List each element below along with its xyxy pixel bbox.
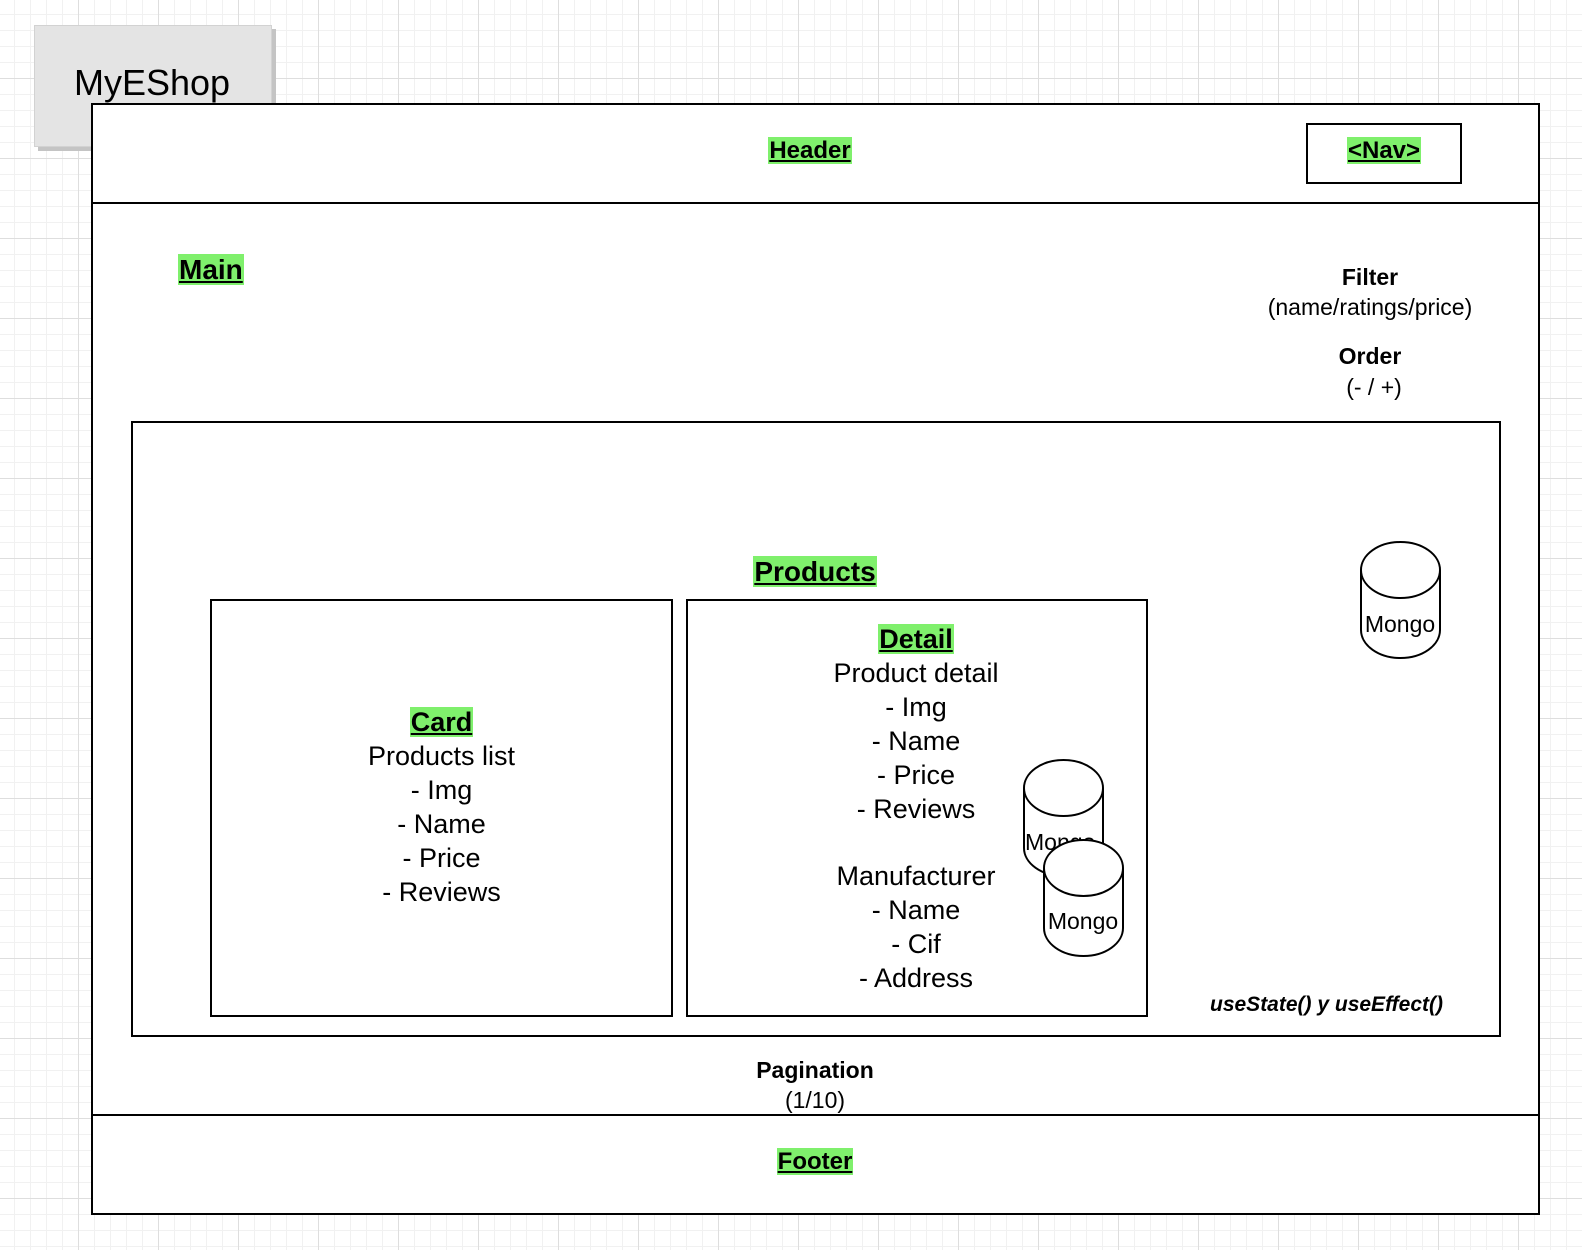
- card-item-price: - Price: [402, 843, 481, 873]
- main-label: Main: [178, 254, 244, 286]
- pagination-indicator[interactable]: (1/10): [784, 1087, 846, 1113]
- pagination-title: Pagination: [756, 1057, 874, 1083]
- card-item-name: - Name: [397, 809, 486, 839]
- card-content: Card Products list - Img - Name - Price …: [210, 705, 673, 909]
- filter-options: (name/ratings/price): [1267, 294, 1473, 320]
- nav-label-text: <Nav>: [1346, 137, 1422, 164]
- hooks-note: useState() y useEffect(): [1210, 993, 1444, 1016]
- footer-section: [91, 1114, 1540, 1215]
- card-component: [210, 599, 673, 1017]
- card-label: Card: [409, 707, 474, 737]
- header-label-text: Header: [768, 137, 852, 164]
- header-section: [91, 103, 1540, 204]
- products-label: Products: [665, 556, 965, 588]
- detail-item-name: - Name: [871, 726, 961, 756]
- card-item-img: - Img: [410, 775, 473, 805]
- detail-item-price: - Price: [876, 760, 955, 790]
- mongo-database-front-icon: [1043, 839, 1124, 957]
- manufacturer-item-name: - Name: [871, 895, 961, 925]
- products-container: [131, 421, 1501, 1037]
- filter-title: Filter: [1341, 264, 1399, 290]
- card-title: Products list: [367, 741, 516, 771]
- mongo-database-icon: [1360, 541, 1441, 659]
- detail-item-reviews: - Reviews: [856, 794, 976, 824]
- card-item-reviews: - Reviews: [382, 877, 501, 907]
- mongo-database-back-icon: [1023, 759, 1104, 877]
- main-label-text: Main: [178, 254, 244, 285]
- order-title: Order: [1338, 343, 1402, 369]
- detail-title: Product detail: [833, 658, 999, 688]
- detail-label: Detail: [878, 624, 954, 654]
- nav-label: <Nav>: [1306, 137, 1462, 165]
- manufacturer-item-cif: - Cif: [891, 929, 941, 959]
- order-options: (- / +): [1346, 374, 1402, 400]
- products-label-text: Products: [753, 556, 877, 587]
- header-label: Header: [710, 137, 910, 165]
- nav-box[interactable]: [1306, 123, 1462, 184]
- mongo-database-label: Mongo: [1364, 611, 1436, 637]
- footer-label: Footer: [665, 1148, 965, 1176]
- manufacturer-title: Manufacturer: [836, 861, 996, 891]
- manufacturer-item-address: - Address: [858, 963, 974, 993]
- detail-item-img: - Img: [885, 692, 947, 722]
- mongo-database-front-label: Mongo: [1047, 908, 1119, 934]
- app-title: MyEShop: [74, 62, 231, 103]
- footer-label-text: Footer: [776, 1148, 854, 1175]
- detail-content: Detail Product detail - Img - Name - Pri…: [766, 622, 1066, 995]
